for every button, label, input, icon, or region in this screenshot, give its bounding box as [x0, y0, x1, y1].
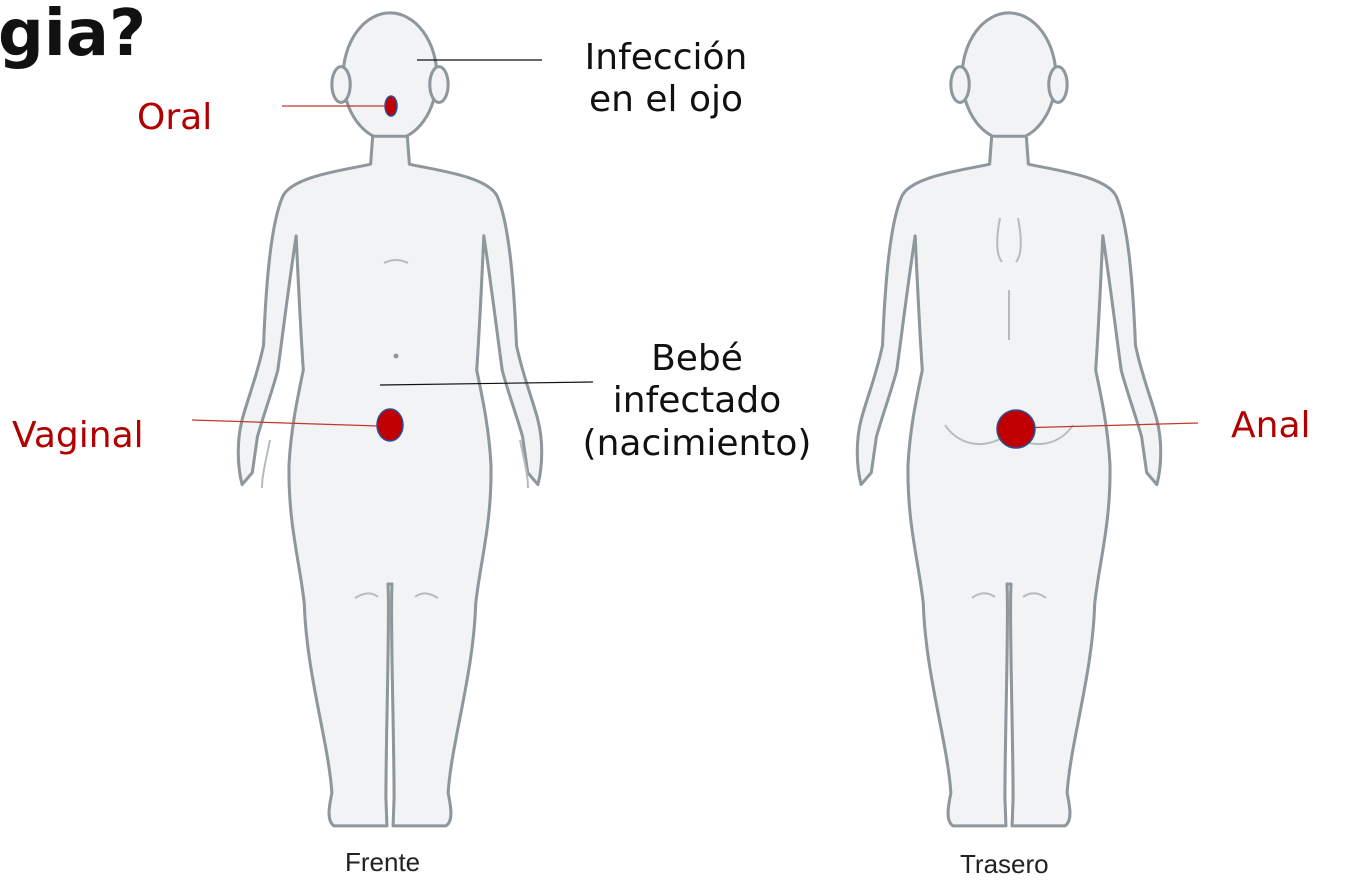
baby-line2: infectado	[572, 380, 822, 422]
eye-infection-line2: en el ojo	[576, 79, 756, 121]
front-caption: Frente	[345, 847, 420, 878]
anal-label: Anal	[1231, 405, 1311, 447]
eye-infection-line1: Infección	[576, 37, 756, 79]
oral-marker	[385, 96, 397, 116]
vaginal-marker	[377, 409, 403, 441]
baby-line3: (nacimiento)	[572, 423, 822, 465]
anal-marker	[997, 410, 1035, 448]
baby-line1: Bebé	[572, 338, 822, 380]
eye-infection-label: Infección en el ojo	[576, 37, 756, 122]
baby-label: Bebé infectado (nacimiento)	[572, 338, 822, 465]
back-caption: Trasero	[960, 849, 1049, 880]
vaginal-label: Vaginal	[12, 415, 144, 457]
oral-label: Oral	[137, 97, 212, 139]
